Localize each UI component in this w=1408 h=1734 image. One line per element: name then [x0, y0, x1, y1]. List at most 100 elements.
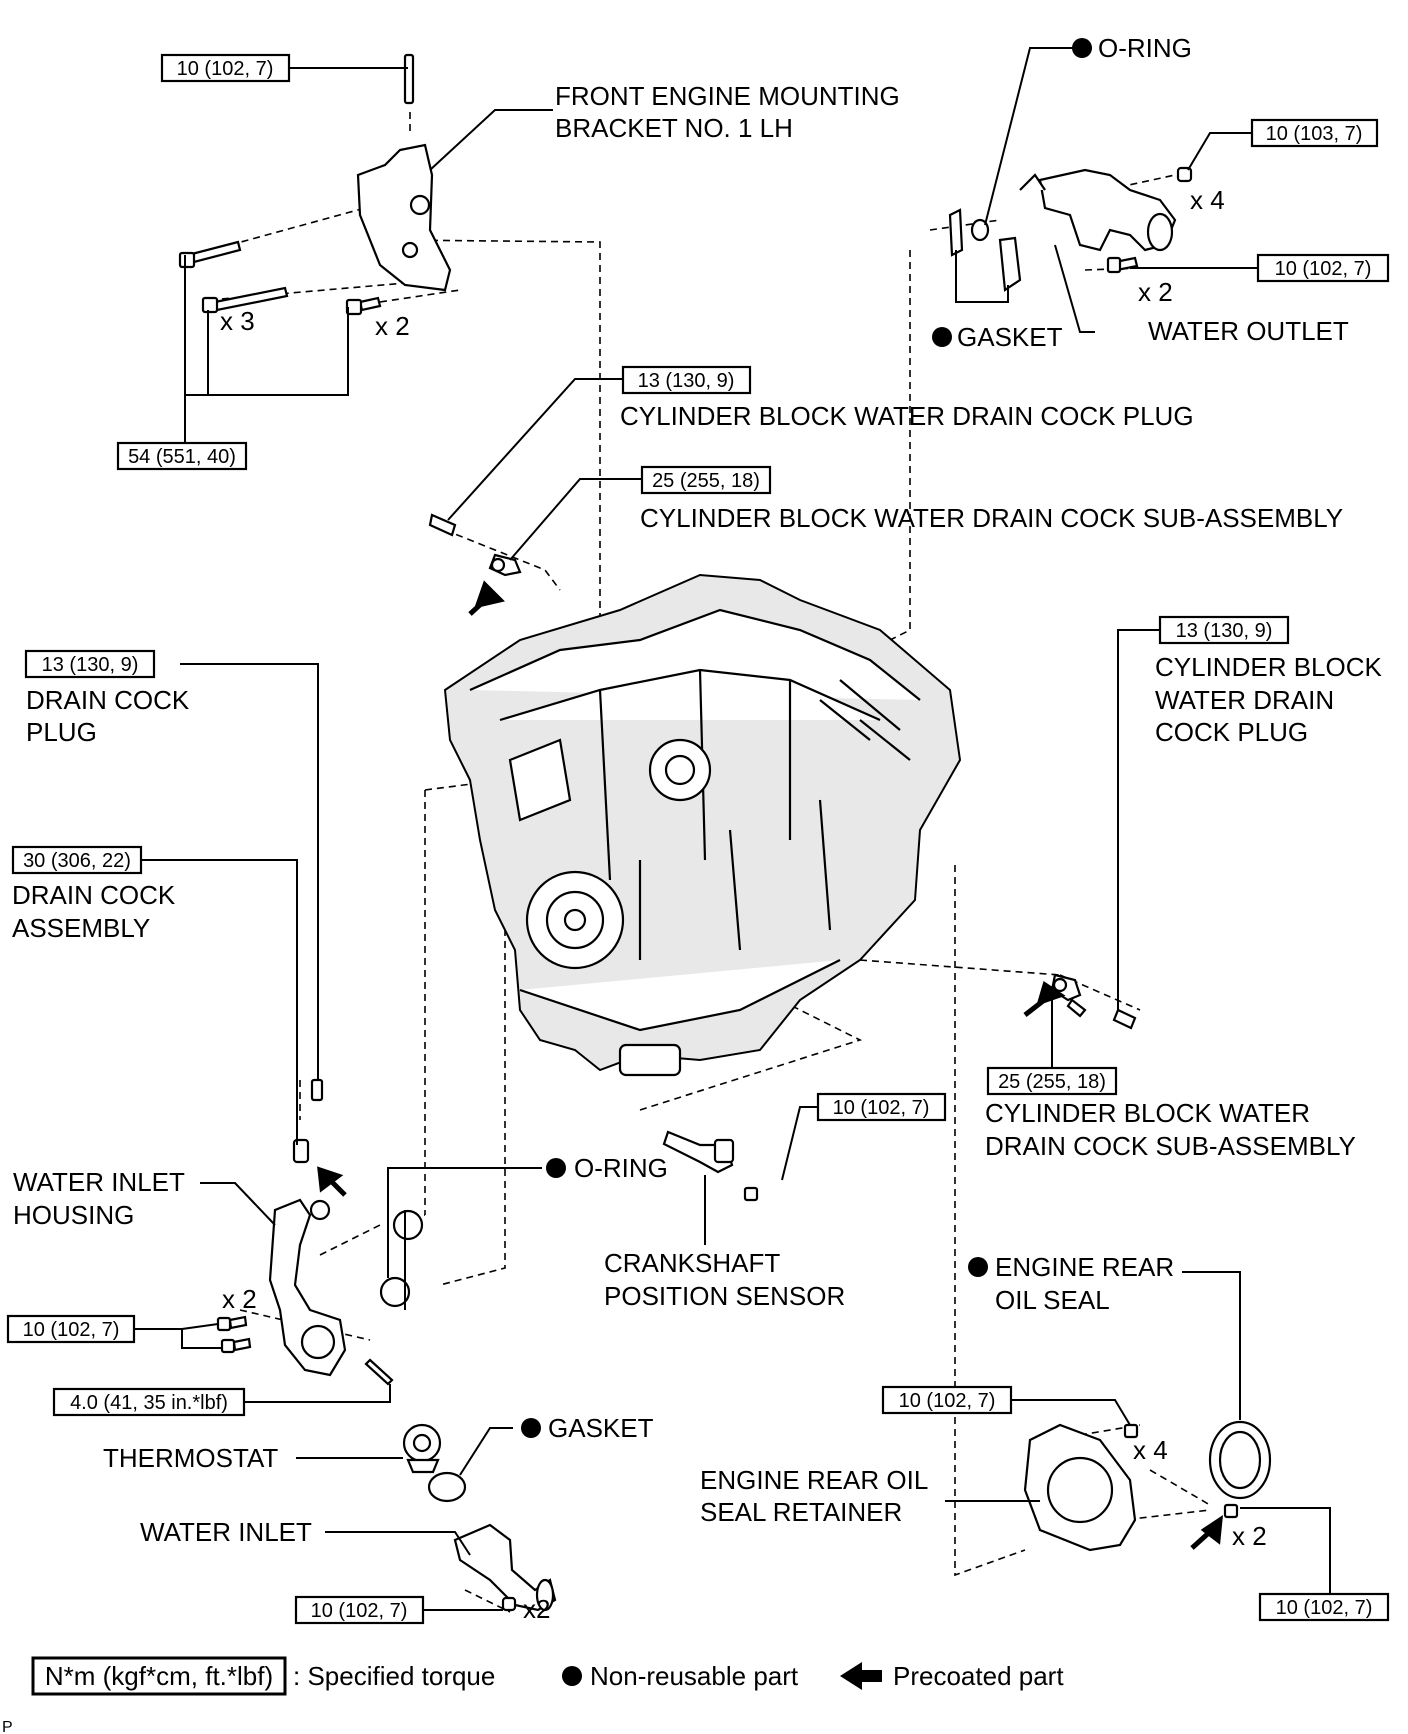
qty-bracket-x3: x 3 [220, 306, 255, 336]
label-drain-cock-assembly: DRAIN COCK ASSEMBLY [12, 880, 176, 943]
cyl-drain-plug-right [1112, 1008, 1137, 1030]
legend-precoat-arrow-icon [840, 1662, 882, 1690]
label-oring-top: O-RING [1098, 33, 1192, 63]
legend-torque-box [31, 1656, 287, 1696]
label-drain-cock-plug: DRAIN COCK PLUG [26, 685, 190, 747]
label-cyl-plug-top: CYLINDER BLOCK WATER DRAIN COCK PLUG [620, 401, 1194, 431]
svg-text:10 (102, 7): 10 (102, 7) [1275, 258, 1372, 280]
corner-mark: P [2, 1719, 13, 1734]
qty-retainer-x2: x 2 [1232, 1521, 1267, 1551]
torque-cyl-cock-right: 25 (255, 18) [986, 1066, 1118, 1096]
housing-bolts [216, 1315, 252, 1354]
engine-rear-oil-seal-retainer [1023, 1423, 1137, 1552]
drain-cock-assembly [292, 1138, 310, 1164]
o-ring-mid-2 [379, 1276, 411, 1308]
torque-cyl-cock-top: 25 (255, 18) [640, 465, 772, 495]
label-gasket-bottom: GASKET [548, 1413, 654, 1443]
label-water-inlet: WATER INLET [140, 1517, 312, 1547]
svg-text:ENGINE REAR: ENGINE REAR [995, 1252, 1174, 1282]
water-inlet-nut [501, 1596, 517, 1612]
torque-crank-sensor: 10 (102, 7) [816, 1092, 947, 1122]
label-gasket-top: GASKET [957, 322, 1063, 352]
drain-cock-plug-left [310, 1078, 324, 1102]
svg-text:BRACKET NO. 1 LH: BRACKET NO. 1 LH [555, 113, 793, 143]
svg-text:WATER DRAIN: WATER DRAIN [1155, 685, 1334, 715]
bracket-bolts [178, 240, 382, 316]
water-outlet [1019, 168, 1177, 252]
qty-outlet-x4: x 4 [1190, 185, 1225, 215]
svg-text:10 (102, 7): 10 (102, 7) [833, 1097, 930, 1119]
svg-text:DRAIN COCK: DRAIN COCK [26, 685, 190, 715]
outlet-nut [1176, 166, 1193, 183]
legend-nonreusable-text: Non-reusable part [590, 1661, 799, 1691]
torque-cyl-plug-right: 13 (130, 9) [1158, 615, 1290, 645]
label-engine-rear-oil-seal: ENGINE REAR OIL SEAL [995, 1252, 1174, 1315]
water-inlet [453, 1523, 557, 1612]
retainer-bolts [1123, 1423, 1239, 1519]
torque-stud: 4.0 (41, 35 in.*lbf) [52, 1387, 246, 1417]
legend: N*m (kgf*cm, ft.*lbf) : Specified torque… [31, 1656, 1064, 1696]
svg-text:10 (102, 7): 10 (102, 7) [899, 1390, 996, 1412]
o-ring-mid-1 [392, 1209, 424, 1241]
cyl-drain-plug-top [428, 513, 457, 537]
qty-inlet-x2: x2 [523, 1594, 550, 1624]
precoat-arrow-retainer [1190, 1514, 1224, 1550]
svg-text:ENGINE REAR OIL: ENGINE REAR OIL [700, 1465, 928, 1495]
nonreusable-dot-gasket-top [932, 327, 952, 347]
torque-bracket-bolts: 54 (551, 40) [116, 441, 248, 471]
torque-outlet-nuts: 10 (103, 7) [1250, 118, 1379, 148]
svg-text:13 (130, 9): 13 (130, 9) [1176, 620, 1273, 642]
svg-text:DRAIN COCK: DRAIN COCK [12, 880, 176, 910]
engine-rear-oil-seal [1208, 1420, 1272, 1500]
nonreusable-dot-gasket-bottom [521, 1418, 541, 1438]
svg-text:FRONT ENGINE MOUNTING: FRONT ENGINE MOUNTING [555, 81, 900, 111]
o-ring-top [970, 218, 990, 242]
legend-nonreusable-dot [562, 1666, 582, 1686]
outlet-gasket [948, 208, 1022, 292]
svg-text:10 (102, 7): 10 (102, 7) [177, 58, 274, 80]
label-water-outlet: WATER OUTLET [1148, 316, 1349, 346]
nonreusable-dot-rear-oil-seal [968, 1257, 988, 1277]
svg-text:SEAL RETAINER: SEAL RETAINER [700, 1497, 902, 1527]
qty-retainer-x4: x 4 [1133, 1435, 1168, 1465]
qty-bracket-x2: x 2 [375, 311, 410, 341]
svg-text:4.0 (41, 35 in.*lbf): 4.0 (41, 35 in.*lbf) [70, 1392, 228, 1414]
water-inlet-housing [268, 1198, 347, 1377]
label-cyl-plug-right: CYLINDER BLOCK WATER DRAIN COCK PLUG [1155, 652, 1382, 747]
svg-text:54 (551, 40): 54 (551, 40) [128, 446, 236, 468]
crankshaft-position-sensor [662, 1130, 735, 1174]
svg-text:POSITION SENSOR: POSITION SENSOR [604, 1281, 845, 1311]
svg-text:25 (255, 18): 25 (255, 18) [998, 1071, 1106, 1093]
svg-text:PLUG: PLUG [26, 717, 97, 747]
svg-text:13 (130, 9): 13 (130, 9) [42, 654, 139, 676]
svg-text:10 (102, 7): 10 (102, 7) [23, 1319, 120, 1341]
svg-text:ASSEMBLY: ASSEMBLY [12, 913, 150, 943]
svg-text:13 (130, 9): 13 (130, 9) [638, 370, 735, 392]
label-cyl-cock-top: CYLINDER BLOCK WATER DRAIN COCK SUB-ASSE… [640, 503, 1343, 533]
leader-lines [134, 47, 1331, 1611]
label-crankshaft-sensor: CRANKSHAFT POSITION SENSOR [604, 1248, 845, 1311]
gasket-bottom [427, 1471, 467, 1503]
precoat-arrow-top [468, 580, 505, 616]
torque-inlet-housing-bolts: 10 (102, 7) [6, 1314, 136, 1344]
svg-text:25 (255, 18): 25 (255, 18) [652, 470, 760, 492]
torque-drain-plug-left: 13 (130, 9) [24, 649, 156, 679]
svg-text:COCK PLUG: COCK PLUG [1155, 717, 1308, 747]
nonreusable-dot-oring-mid [546, 1158, 566, 1178]
svg-text:DRAIN COCK SUB-ASSEMBLY: DRAIN COCK SUB-ASSEMBLY [985, 1131, 1356, 1161]
svg-text:WATER INLET: WATER INLET [13, 1167, 185, 1197]
label-cyl-cock-right: CYLINDER BLOCK WATER DRAIN COCK SUB-ASSE… [985, 1098, 1356, 1161]
torque-cyl-plug-top: 13 (130, 9) [621, 365, 752, 395]
torque-water-inlet-nuts: 10 (102, 7) [294, 1595, 425, 1625]
torque-bracket-top: 10 (102, 7) [160, 53, 291, 83]
label-oring-mid: O-RING [574, 1153, 668, 1183]
housing-stud [364, 1358, 394, 1386]
qty-outlet-x2: x 2 [1138, 277, 1173, 307]
torque-drain-assembly: 30 (306, 22) [11, 845, 143, 875]
engine-block [443, 573, 962, 1077]
torque-outlet-bolts: 10 (102, 7) [1256, 253, 1390, 283]
svg-text:10 (103, 7): 10 (103, 7) [1266, 123, 1363, 145]
svg-text:10 (102, 7): 10 (102, 7) [1276, 1597, 1373, 1619]
svg-text:OIL SEAL: OIL SEAL [995, 1285, 1110, 1315]
